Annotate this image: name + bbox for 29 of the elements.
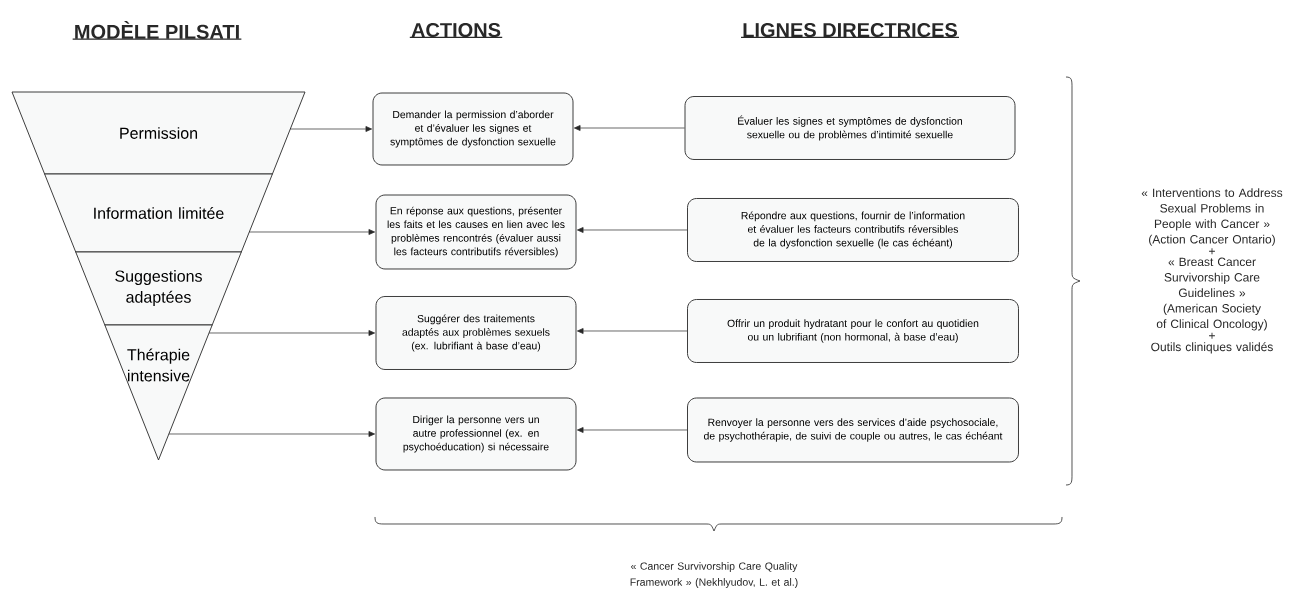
column-heading: MODÈLE PILSATI	[72, 21, 242, 40]
arrow	[574, 125, 685, 131]
pyramid-band: Thérapie intensive	[104, 324, 213, 461]
text-box: Évaluer les signes et symptômes de dysfonction sexuelle ou de problèmes d’intimité sexuelle	[684, 96, 1016, 160]
pyramid-band: Information limitée	[44, 173, 273, 253]
arrow	[208, 330, 376, 336]
reference-text: « Cancer Survivorship Care Quality Framework » (Nekhlyudov, L. et al.)	[630, 562, 798, 588]
text-box: En réponse aux questions, présenter les faits et les causes en lien avec les problèmes rencontrés (évaluer aussi les facteurs contributifs réversibles)	[375, 194, 577, 270]
arrow	[248, 229, 376, 235]
pyramid-band: Suggestions adaptées	[75, 251, 242, 326]
text-box: Suggérer des traitements adaptés aux problèmes sexuels (ex. lubrifiant à base d’eau)	[375, 296, 577, 370]
text-box: Offrir un produit hydratant pour le confort au quotidien ou un lubrifiant (non hormonal, à base d’eau)	[687, 299, 1019, 363]
arrow	[289, 126, 373, 132]
arrow	[577, 328, 688, 334]
pyramid-band: Permission	[11, 91, 306, 175]
text-box: Demander la permission d’aborder et d’évaluer les signes et symptômes de dysfonction sexuelle	[372, 92, 574, 166]
reference-text: « Breast Cancer Survivorship Care Guidelines » (American Society of Clinical Oncology)	[1156, 257, 1267, 331]
reference-text: +	[1209, 248, 1215, 255]
arrow	[577, 227, 688, 233]
reference-text: Outils cliniques validés	[1151, 342, 1273, 354]
arrow	[577, 427, 688, 433]
reference-text: +	[1209, 332, 1215, 339]
text-box: Renvoyer la personne vers des services d’aide psychosociale, de psychothérapie, de suivi de couple ou autres, le cas échéant	[687, 397, 1019, 463]
text-box: Répondre aux questions, fournir de l’information et évaluer les facteurs contributifs réversibles de la dysfonction sexuelle (le cas échéant)	[687, 198, 1019, 262]
text-box: Diriger la personne vers un autre professionnel (ex. en psychoéducation) si nécessaire	[375, 397, 577, 471]
column-heading: ACTIONS	[409, 22, 503, 38]
reference-text: « Interventions to Address Sexual Problems in People with Cancer » (Action Cancer Ontario)	[1141, 188, 1283, 246]
column-heading: LIGNES DIRECTRICES	[740, 22, 960, 38]
arrow	[168, 431, 376, 437]
